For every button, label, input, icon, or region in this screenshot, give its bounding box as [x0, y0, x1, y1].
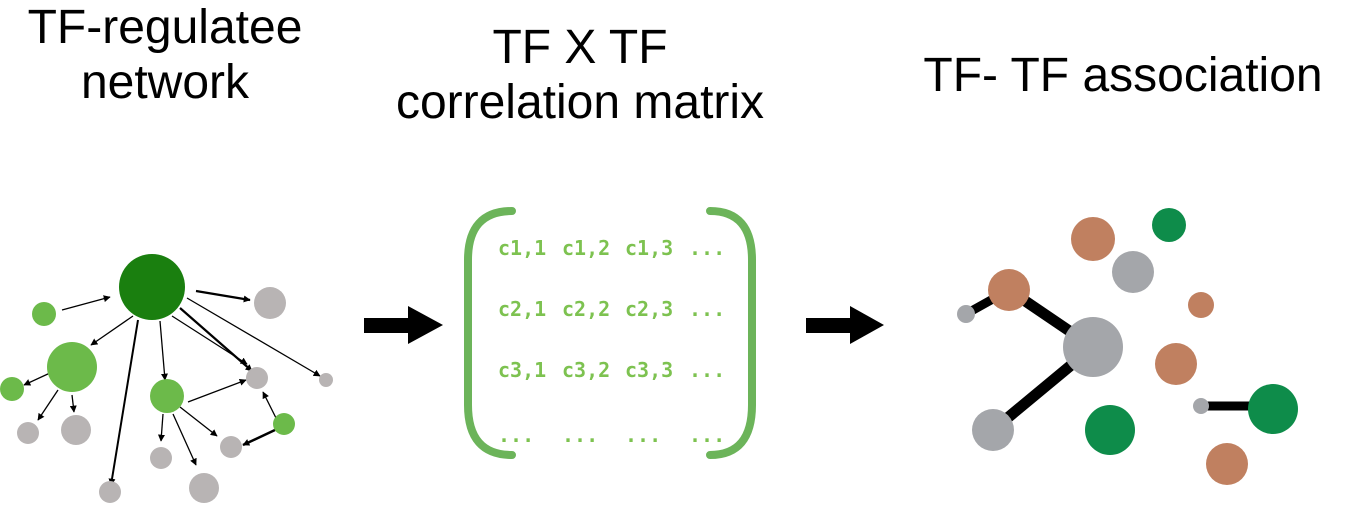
- network-title-line-2: network: [80, 56, 250, 109]
- association-title-line-1: TF- TF association: [923, 49, 1323, 102]
- matrix-left-bracket: [464, 207, 516, 459]
- edge: [157, 413, 165, 442]
- network-edges: [23, 289, 321, 486]
- tf-node: [1155, 343, 1197, 385]
- matrix-right-bracket: [706, 207, 756, 459]
- matrix-cell: c2,2: [562, 297, 610, 321]
- tf-node: [988, 269, 1030, 311]
- matrix-cell: ...: [625, 423, 661, 447]
- target-node: [220, 436, 242, 458]
- target-node: [254, 287, 286, 319]
- tf-node: [1206, 443, 1248, 485]
- correlation-matrix: c1,1 c1,2 c1,3 ... c2,1 c2,2 c2,3 ... c3…: [464, 207, 756, 459]
- tf-node-main: [119, 254, 185, 320]
- tf-node: [1071, 217, 1115, 261]
- matrix-cell: ...: [562, 423, 598, 447]
- tf-node: [1152, 208, 1186, 242]
- matrix-title-line-1: TF X TF: [492, 21, 668, 74]
- edge: [179, 307, 253, 372]
- edge: [187, 378, 247, 403]
- tf-node: [957, 305, 975, 323]
- flow-arrow-2: [806, 306, 884, 344]
- target-node: [246, 367, 268, 389]
- tf-node: [0, 377, 24, 401]
- tf-node: [32, 302, 56, 326]
- edge: [23, 372, 51, 386]
- matrix-cell: c1,2: [562, 236, 610, 260]
- tf-node: [1193, 398, 1209, 414]
- network-nodes: [0, 254, 333, 503]
- tf-node: [1085, 405, 1135, 455]
- edge: [108, 319, 139, 486]
- matrix-title: TF X TF correlation matrix: [360, 20, 800, 130]
- target-node: [99, 481, 121, 503]
- tf-node: [150, 379, 184, 413]
- network-title-line-1: TF-regulatee: [27, 1, 303, 54]
- edge: [262, 391, 277, 419]
- matrix-cell: ...: [689, 236, 725, 260]
- association-title: TF- TF association: [890, 48, 1356, 103]
- association-network: [957, 208, 1298, 485]
- tf-node: [1112, 251, 1154, 293]
- tf-node-hub: [1063, 317, 1123, 377]
- edge: [242, 428, 276, 447]
- matrix-cell: c1,3: [625, 236, 673, 260]
- matrix-cell: ...: [689, 297, 725, 321]
- flow-arrow-1: [364, 306, 443, 344]
- matrix-cell: ...: [498, 423, 534, 447]
- tf-node: [47, 342, 97, 392]
- matrix-cell: c1,1: [498, 236, 546, 260]
- tf-node: [972, 409, 1014, 451]
- edge: [69, 394, 77, 413]
- target-node: [150, 447, 172, 469]
- edge: [172, 413, 197, 466]
- edge: [159, 320, 168, 381]
- target-node: [61, 415, 91, 445]
- edge: [186, 297, 321, 377]
- edge: [90, 315, 134, 346]
- edge: [37, 389, 59, 421]
- matrix-cell: c3,2: [562, 358, 610, 382]
- network-title: TF-regulatee network: [0, 0, 330, 110]
- target-node: [319, 373, 333, 387]
- tf-node: [1248, 384, 1298, 434]
- target-node: [17, 422, 39, 444]
- edge: [61, 295, 111, 311]
- matrix-cell: c3,1: [498, 358, 546, 382]
- matrix-cell: c2,3: [625, 297, 673, 321]
- edge: [179, 406, 218, 437]
- edge: [195, 289, 251, 303]
- tf-node: [273, 413, 295, 435]
- matrix-cell: ...: [689, 358, 725, 382]
- association-nodes: [957, 208, 1298, 485]
- target-node: [189, 473, 219, 503]
- regulatee-network: [0, 254, 333, 503]
- matrix-cell: c3,3: [625, 358, 673, 382]
- tf-node: [1188, 292, 1214, 318]
- matrix-title-line-2: correlation matrix: [395, 76, 765, 129]
- matrix-cell: c2,1: [498, 297, 546, 321]
- matrix-cell: ...: [689, 423, 725, 447]
